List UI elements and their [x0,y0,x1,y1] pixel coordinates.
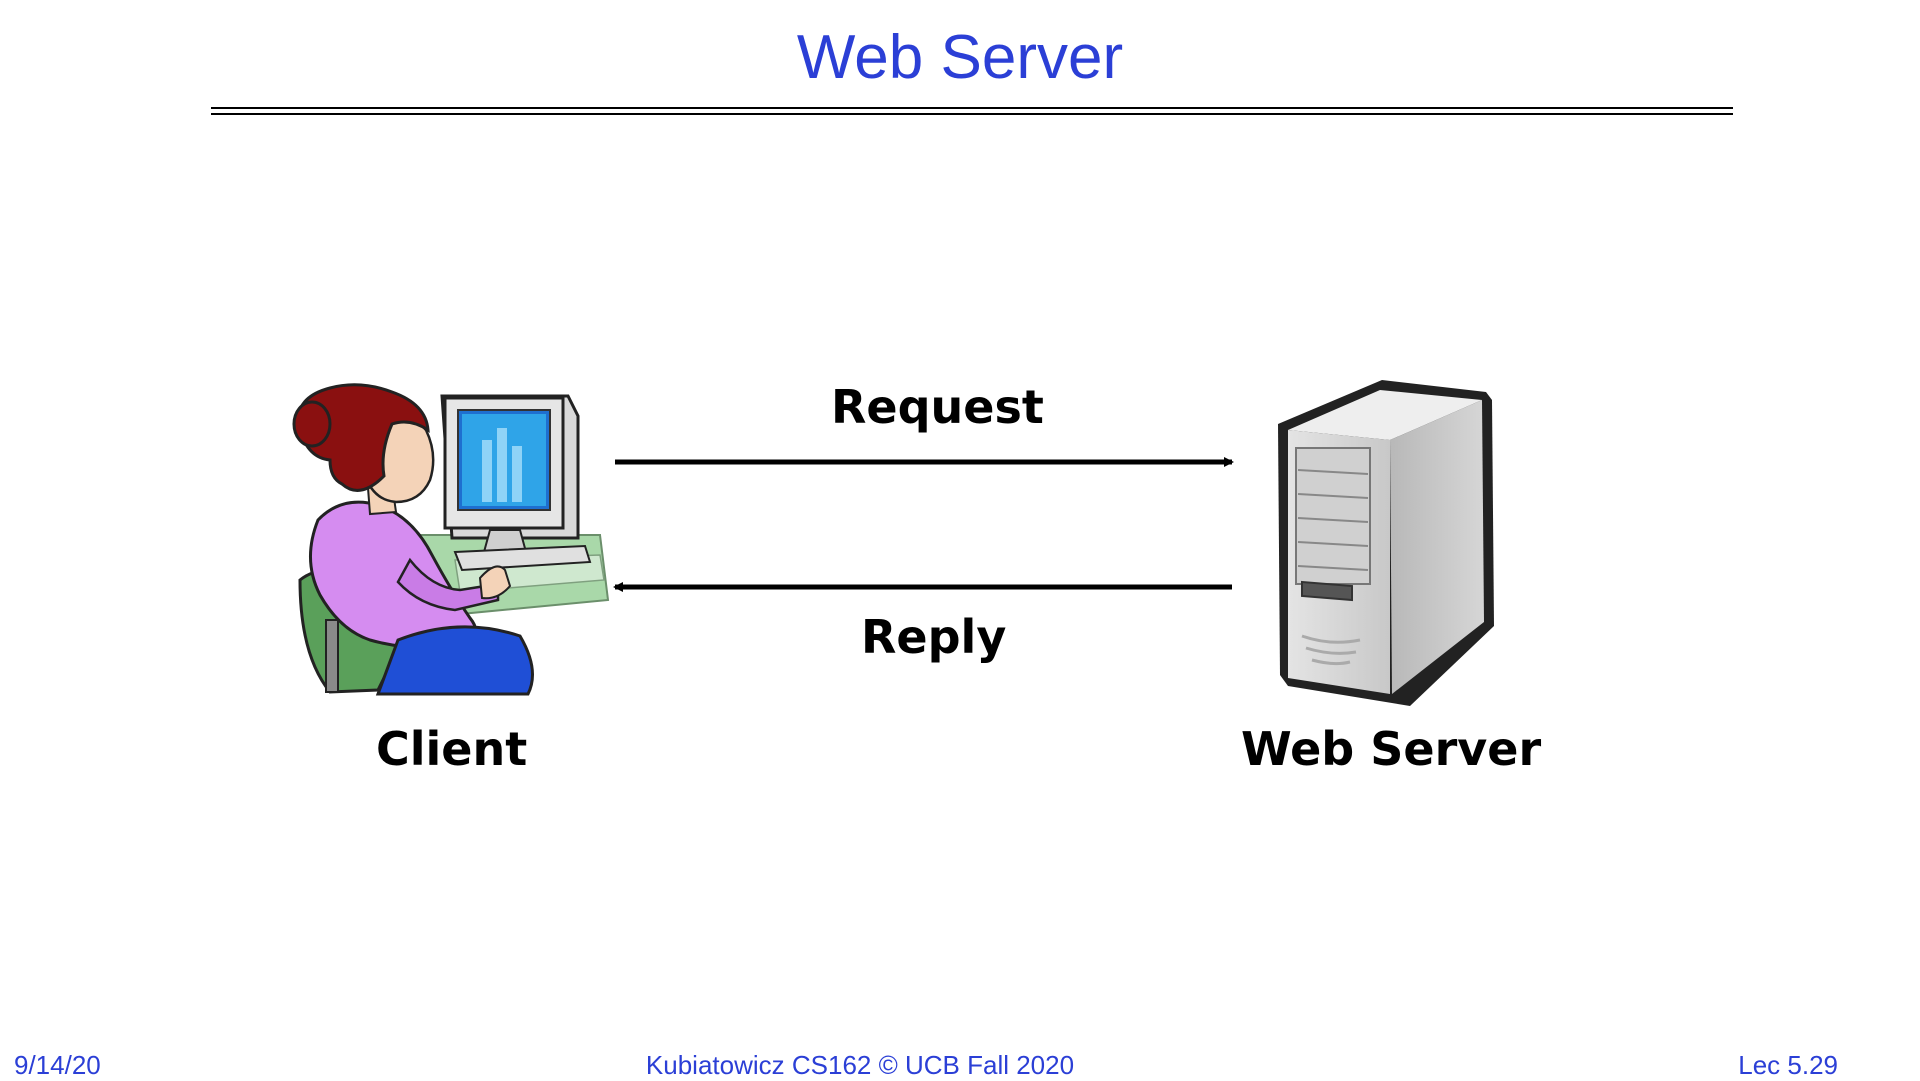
title-rule-top [211,107,1733,109]
client-person-computer-icon [292,383,610,696]
footer-page-number: Lec 5.29 [1738,1050,1838,1080]
reply-label: Reply [861,610,1007,664]
footer-course: Kubiatowicz CS162 © UCB Fall 2020 [645,1050,1075,1080]
title-rule-bottom [211,113,1733,115]
slide-title: Web Server [796,23,1124,92]
request-label: Request [831,380,1044,434]
server-label: Web Server [1241,722,1542,776]
web-server-tower-icon [1278,380,1494,706]
client-label: Client [376,722,528,776]
footer-date: 9/14/20 [14,1050,101,1080]
